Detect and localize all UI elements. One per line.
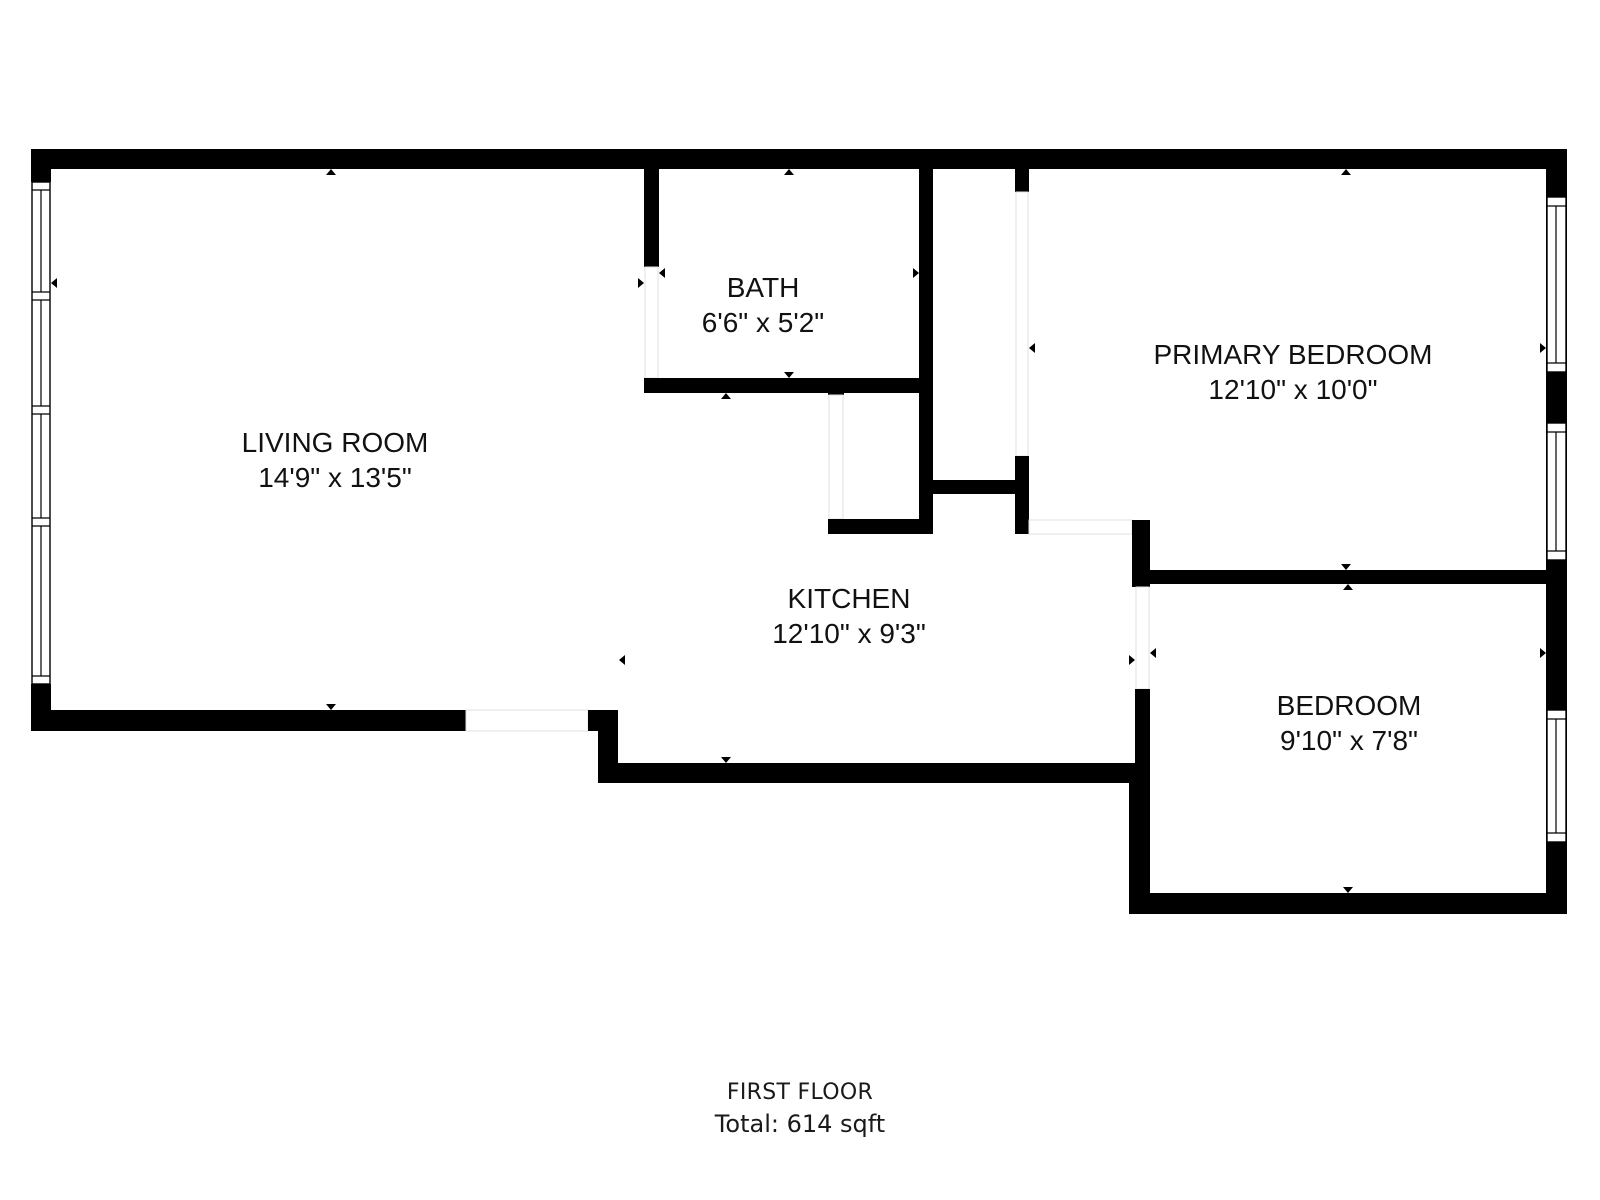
room-label-primary-bedroom: PRIMARY BEDROOM 12'10" x 10'0" bbox=[1153, 337, 1432, 407]
arrow-right-icon bbox=[1540, 648, 1546, 658]
room-label-living-room: LIVING ROOM 14'9" x 13'5" bbox=[242, 425, 429, 495]
room-label-bedroom: BEDROOM 9'10" x 7'8" bbox=[1277, 688, 1422, 758]
wall-center-vertical bbox=[919, 169, 933, 534]
room-dimensions: 9'10" x 7'8" bbox=[1280, 725, 1418, 756]
room-label-bath: BATH 6'6" x 5'2" bbox=[702, 270, 824, 340]
wall-bedroom-bottom bbox=[1129, 893, 1567, 914]
wall-kitchen-bottom bbox=[598, 763, 1150, 783]
arrow-up-icon bbox=[326, 169, 336, 175]
wall-bedroom-divider bbox=[1150, 570, 1547, 584]
bath-door-opening bbox=[644, 266, 659, 379]
wall-top-exterior bbox=[31, 149, 1567, 169]
wall-left-exterior-top bbox=[31, 149, 51, 182]
arrow-down-icon bbox=[784, 372, 794, 378]
room-name: BATH bbox=[726, 272, 800, 303]
arrow-down-icon bbox=[326, 704, 336, 710]
primary-bedroom-window-upper bbox=[1546, 196, 1567, 373]
arrow-right-icon bbox=[913, 268, 919, 278]
closet-opening bbox=[828, 394, 844, 520]
arrow-up-icon bbox=[1343, 584, 1353, 590]
room-label-kitchen: KITCHEN 12'10" x 9'3" bbox=[772, 581, 926, 651]
arrow-left-icon bbox=[51, 278, 57, 288]
primary-closet-opening bbox=[1015, 191, 1029, 457]
wall-hall-horizontal bbox=[933, 480, 1015, 494]
bedroom-window bbox=[1546, 709, 1567, 843]
arrow-left-icon bbox=[659, 268, 665, 278]
wall-bath-bottom bbox=[644, 378, 933, 393]
arrow-left-icon bbox=[1029, 343, 1035, 353]
arrow-down-icon bbox=[721, 757, 731, 763]
entry-opening bbox=[465, 709, 589, 732]
arrow-right-icon bbox=[1540, 343, 1546, 353]
wall-primary-left-post-top bbox=[1015, 169, 1029, 192]
total-area: Total: 614 sqft bbox=[714, 1110, 886, 1138]
wall-closet-post-top bbox=[828, 378, 844, 395]
bedroom-door-opening bbox=[1135, 586, 1150, 690]
floor-name: FIRST FLOOR bbox=[726, 1080, 874, 1105]
room-dimensions: 14'9" x 13'5" bbox=[258, 462, 412, 493]
arrow-down-icon bbox=[1341, 564, 1351, 570]
wall-closet-bottom bbox=[828, 519, 933, 534]
room-name: KITCHEN bbox=[787, 583, 911, 614]
living-room-window bbox=[31, 181, 51, 685]
primary-bedroom-window-lower bbox=[1546, 422, 1567, 561]
arrow-up-icon bbox=[1341, 169, 1351, 175]
wall-bath-left-upper bbox=[644, 169, 659, 267]
arrow-left-icon bbox=[619, 655, 625, 665]
dimension-markers bbox=[51, 169, 1546, 893]
room-name: PRIMARY BEDROOM bbox=[1153, 339, 1433, 370]
floor-summary: FIRST FLOOR Total: 614 sqft bbox=[715, 1078, 885, 1140]
arrow-right-icon bbox=[1129, 655, 1135, 665]
arrow-left-icon bbox=[1150, 648, 1156, 658]
wall-kitchen-right-upper bbox=[1132, 520, 1150, 587]
arrow-up-icon bbox=[721, 393, 731, 399]
room-dimensions: 12'10" x 10'0" bbox=[1208, 374, 1378, 405]
room-name: BEDROOM bbox=[1276, 690, 1422, 721]
wall-primary-left-post-bottom bbox=[1015, 456, 1029, 534]
arrow-right-icon bbox=[638, 278, 644, 288]
wall-living-room-bottom bbox=[31, 710, 466, 731]
wall-bedroom-left bbox=[1129, 763, 1150, 914]
arrow-down-icon bbox=[1343, 887, 1353, 893]
room-name: LIVING ROOM bbox=[241, 427, 429, 458]
room-dimensions: 12'10" x 9'3" bbox=[772, 618, 926, 649]
arrow-up-icon bbox=[784, 169, 794, 175]
wall-kitchen-right-lower bbox=[1135, 689, 1150, 783]
room-dimensions: 6'6" x 5'2" bbox=[701, 307, 825, 338]
primary-bedroom-door-opening bbox=[1028, 519, 1133, 535]
